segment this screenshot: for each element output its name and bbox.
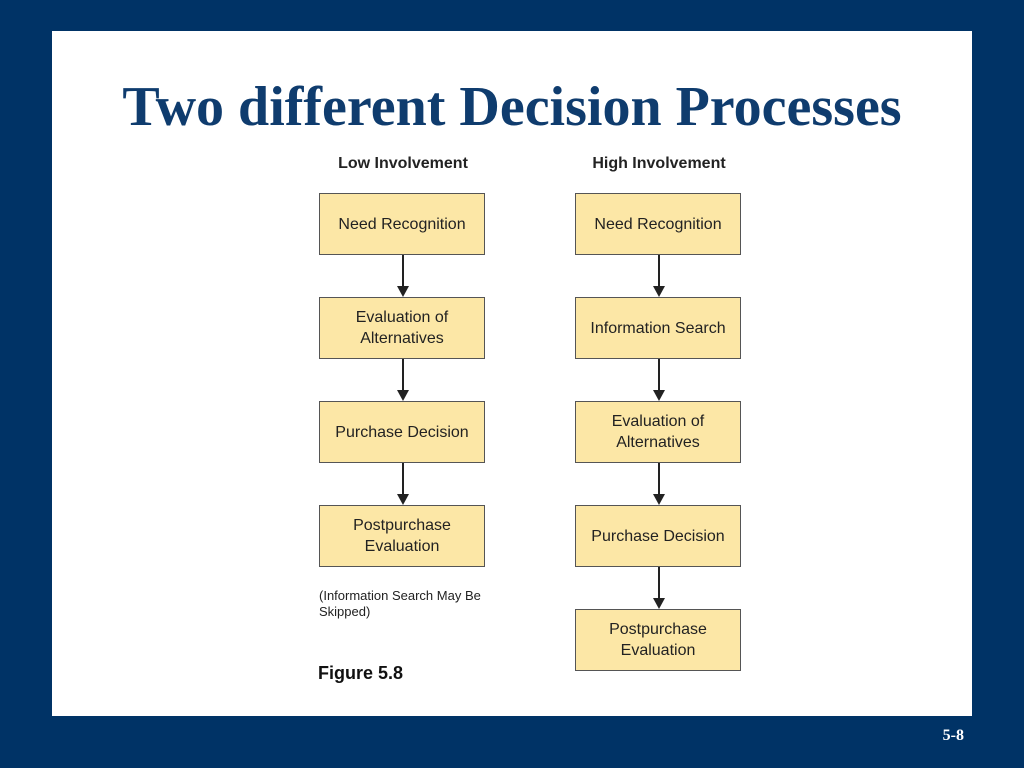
low-arrow-1: [397, 255, 409, 297]
high-step-information-search: Information Search: [575, 297, 741, 359]
skip-note: (Information Search May Be Skipped): [319, 588, 481, 619]
low-arrow-3: [397, 463, 409, 505]
high-step-purchase: Purchase Decision: [575, 505, 741, 567]
low-step-postpurchase: Postpurchase Evaluation: [319, 505, 485, 567]
low-involvement-heading: Low Involvement: [338, 155, 468, 172]
slide-title: Two different Decision Processes: [122, 76, 902, 138]
figure-label: Figure 5.8: [318, 663, 404, 683]
high-arrow-4: [653, 567, 665, 609]
high-step-evaluation: Evaluation of Alternatives: [575, 401, 741, 463]
high-step-postpurchase: Postpurchase Evaluation: [575, 609, 741, 671]
high-involvement-heading: High Involvement: [592, 155, 726, 172]
low-arrow-2: [397, 359, 409, 401]
high-arrow-3: [653, 463, 665, 505]
low-step-evaluation: Evaluation of Alternatives: [319, 297, 485, 359]
slide-canvas: [52, 31, 972, 716]
high-step-need-recognition: Need Recognition: [575, 193, 741, 255]
low-step-need-recognition: Need Recognition: [319, 193, 485, 255]
high-arrow-1: [653, 255, 665, 297]
high-arrow-2: [653, 359, 665, 401]
page-number: 5-8: [942, 727, 964, 744]
low-step-purchase: Purchase Decision: [319, 401, 485, 463]
